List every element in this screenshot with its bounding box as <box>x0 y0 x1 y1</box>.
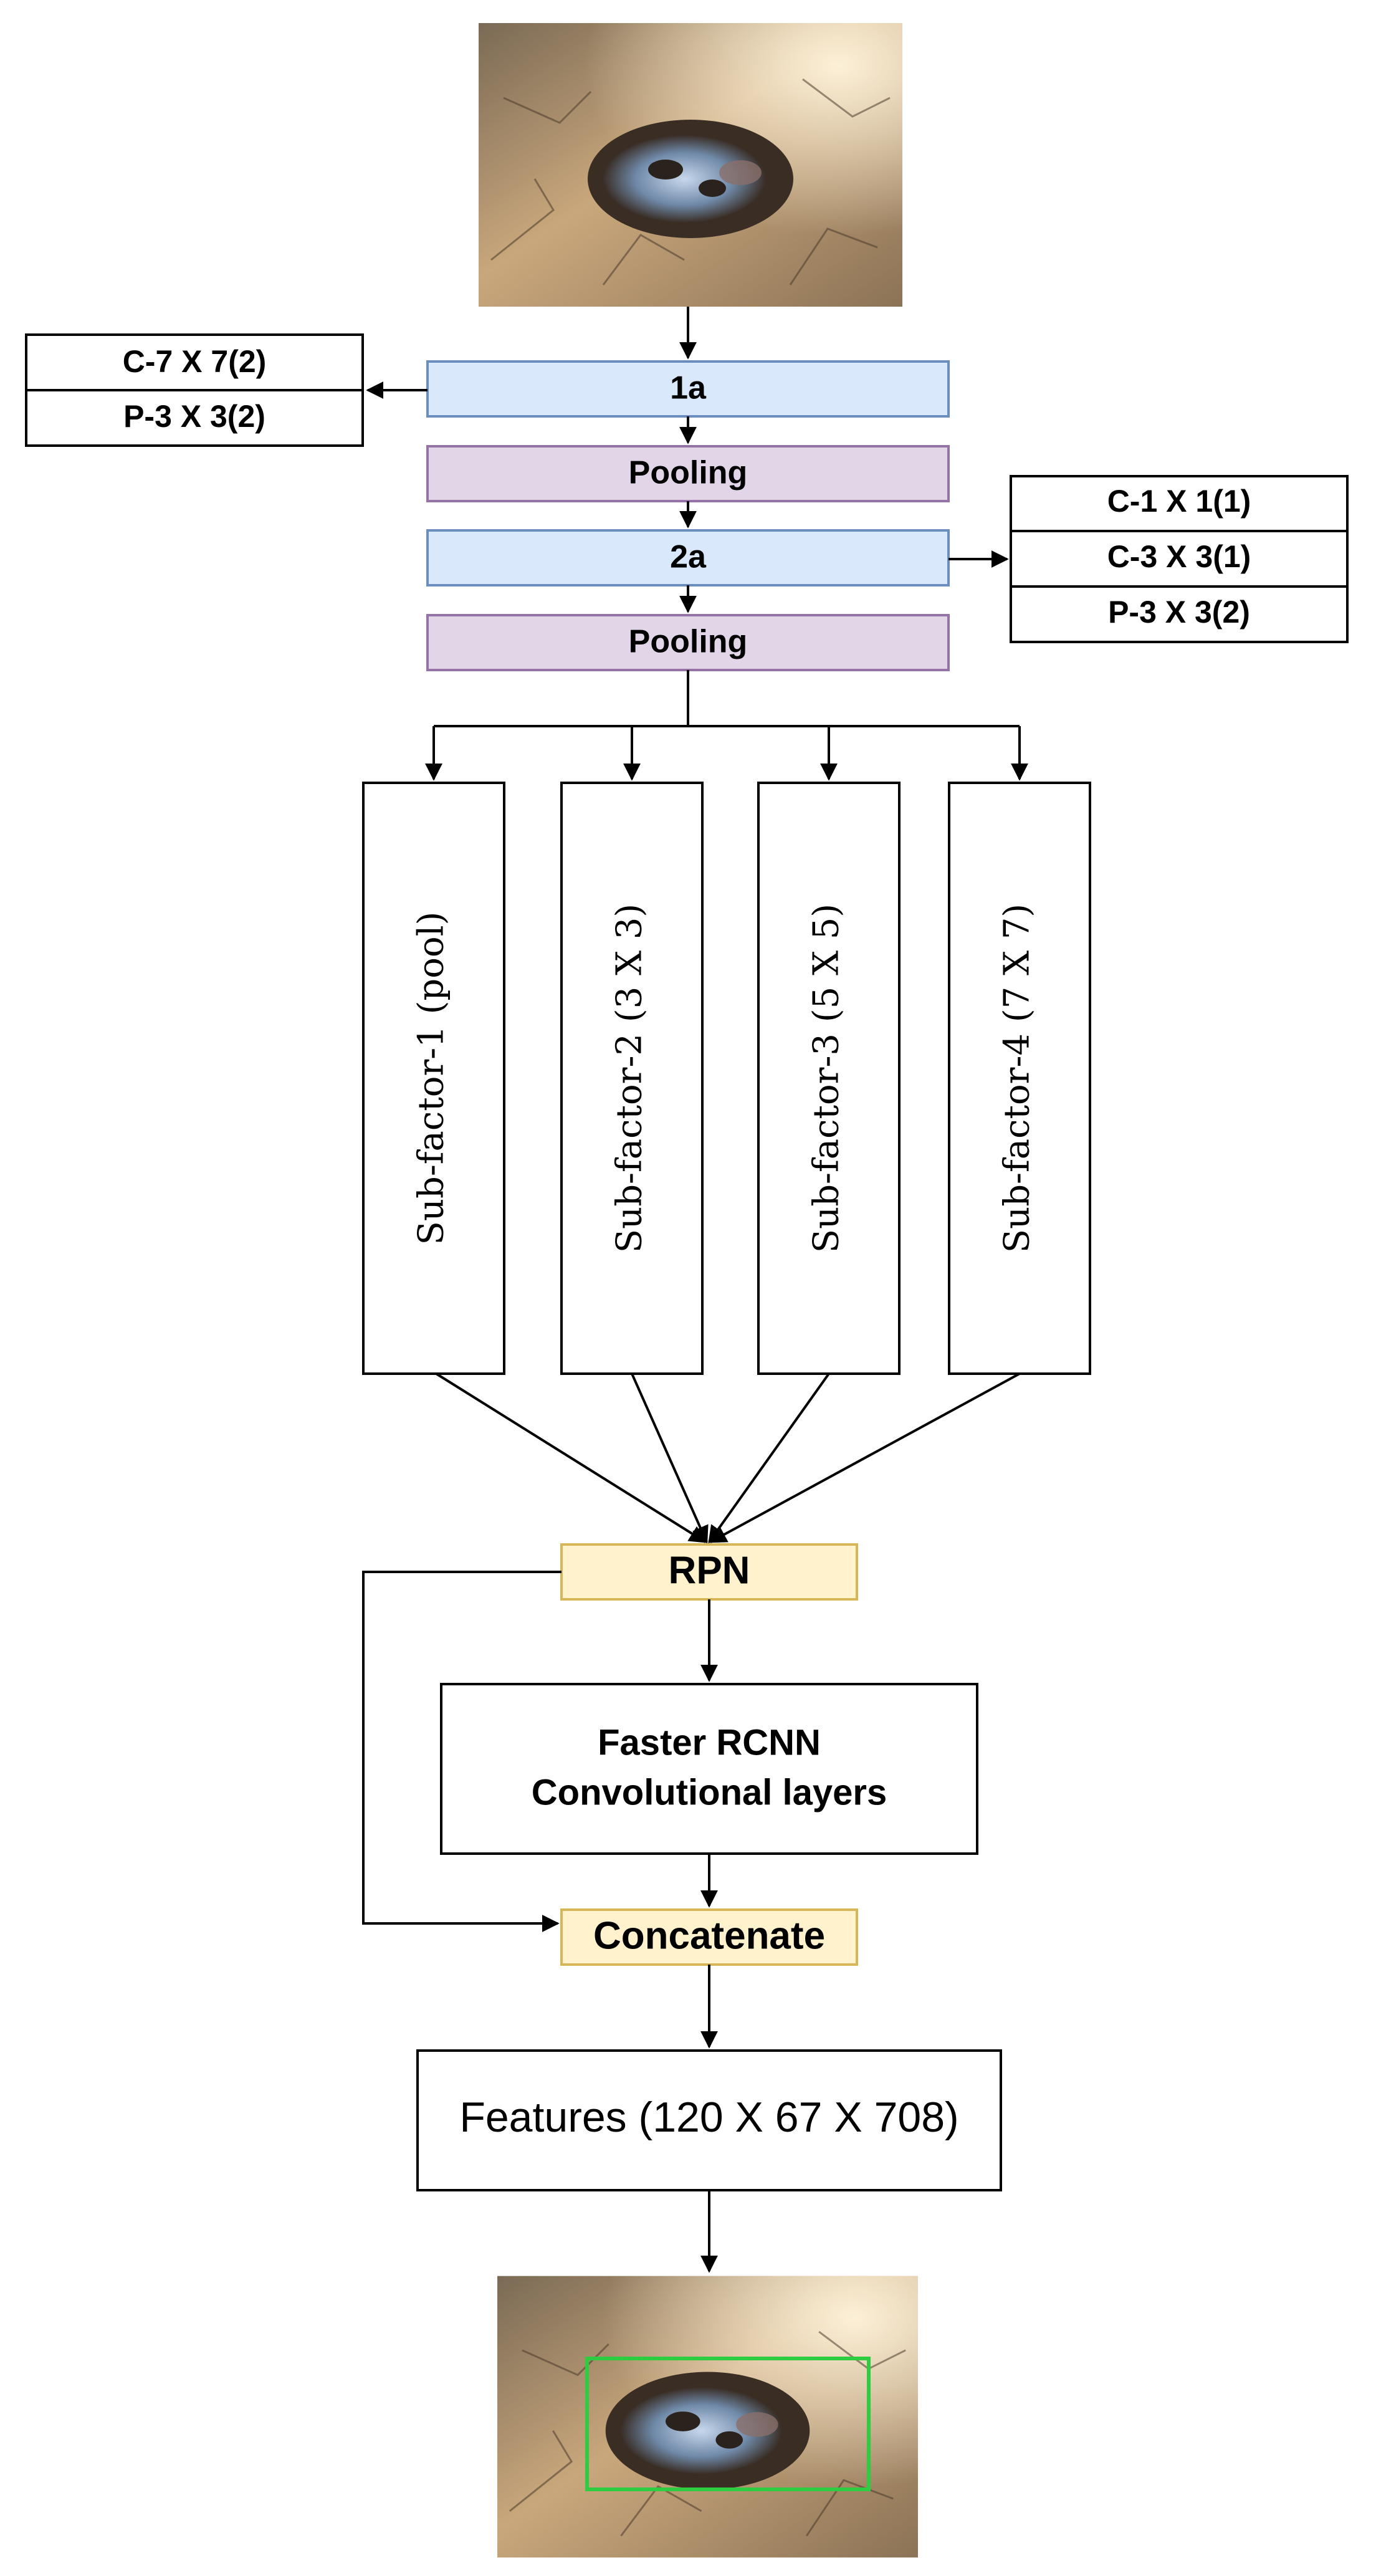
left-op-row: P-3 X 3(2) <box>123 399 265 434</box>
edge-subfactor-4-to-rpn <box>709 1372 1020 1543</box>
right-op-row: C-1 X 1(1) <box>1107 484 1251 519</box>
subfactor-4-label: Sub-factor-4 (7 X 7) <box>997 904 1038 1253</box>
right-op-row: C-3 X 3(1) <box>1107 539 1251 574</box>
pooling-1-node: Pooling <box>426 445 950 502</box>
faster-rcnn-label-line2: Convolutional layers <box>532 1772 887 1812</box>
subfactor-2-label: Sub-factor-2 (3 X 3) <box>609 904 650 1253</box>
rpn-label: RPN <box>669 1549 750 1592</box>
edge-subfactor-2-to-rpn <box>631 1373 709 1544</box>
subfactor-4-node: Sub-factor-4 (7 X 7) <box>948 782 1091 1375</box>
detection-box <box>585 2357 871 2491</box>
converge-edges <box>435 1372 1020 1544</box>
subfactor-1-node: Sub-factor-1 (pool) <box>362 782 505 1375</box>
faster-rcnn-label-line1: Faster RCNN <box>598 1722 821 1763</box>
subfactor-1-label: Sub-factor-1 (pool) <box>411 912 452 1245</box>
subfactor-3-node: Sub-factor-3 (5 X 5) <box>757 782 901 1375</box>
layer-1a-node: 1a <box>426 360 950 418</box>
concatenate-label: Concatenate <box>593 1914 825 1957</box>
branch-connector <box>425 670 1028 781</box>
rpn-node: RPN <box>560 1543 858 1601</box>
layer-1a-label: 1a <box>670 370 707 406</box>
layer-2a-node: 2a <box>426 529 950 587</box>
features-node: Features (120 X 67 X 708) <box>416 2049 1002 2191</box>
features-label: Features (120 X 67 X 708) <box>459 2094 958 2141</box>
skip-connection <box>362 1571 561 1932</box>
input-image <box>479 23 902 307</box>
concatenate-node: Concatenate <box>560 1908 858 1966</box>
output-image <box>497 2275 918 2559</box>
right-op-table: C-1 X 1(1) C-3 X 3(1) P-3 X 3(2) <box>1010 475 1349 643</box>
left-op-row: C-7 X 7(2) <box>123 344 267 379</box>
subfactor-2-node: Sub-factor-2 (3 X 3) <box>560 782 704 1375</box>
right-op-row: P-3 X 3(2) <box>1108 595 1250 630</box>
left-op-table: C-7 X 7(2) P-3 X 3(2) <box>25 333 364 447</box>
subfactor-3-label: Sub-factor-3 (5 X 5) <box>806 904 847 1253</box>
layer-2a-label: 2a <box>670 539 707 575</box>
edge-subfactor-3-to-rpn <box>708 1372 830 1544</box>
edge-subfactor-1-to-rpn <box>435 1372 707 1543</box>
pooling-2-label: Pooling <box>629 624 748 660</box>
pooling-1-label: Pooling <box>629 455 748 491</box>
pooling-2-node: Pooling <box>426 614 950 671</box>
faster-rcnn-node: Faster RCNN Convolutional layers <box>440 1683 978 1855</box>
